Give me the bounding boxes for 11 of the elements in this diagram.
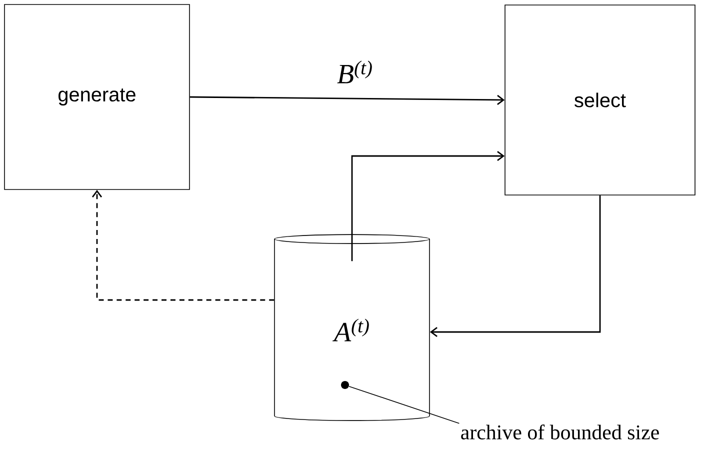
archive-cylinder: A$^{(t)}$ (274, 234, 430, 421)
leader-line (348, 386, 460, 424)
edge-label: B$^{(t)}$ (336, 60, 374, 84)
arrow (190, 94, 505, 105)
arrow (351, 150, 505, 262)
caption-text: archive of bounded size (461, 424, 659, 440)
dot (341, 381, 349, 389)
arrow (430, 195, 601, 338)
process-box: generate (4, 4, 190, 190)
arrow (92, 190, 274, 301)
process-box: select (504, 4, 696, 196)
